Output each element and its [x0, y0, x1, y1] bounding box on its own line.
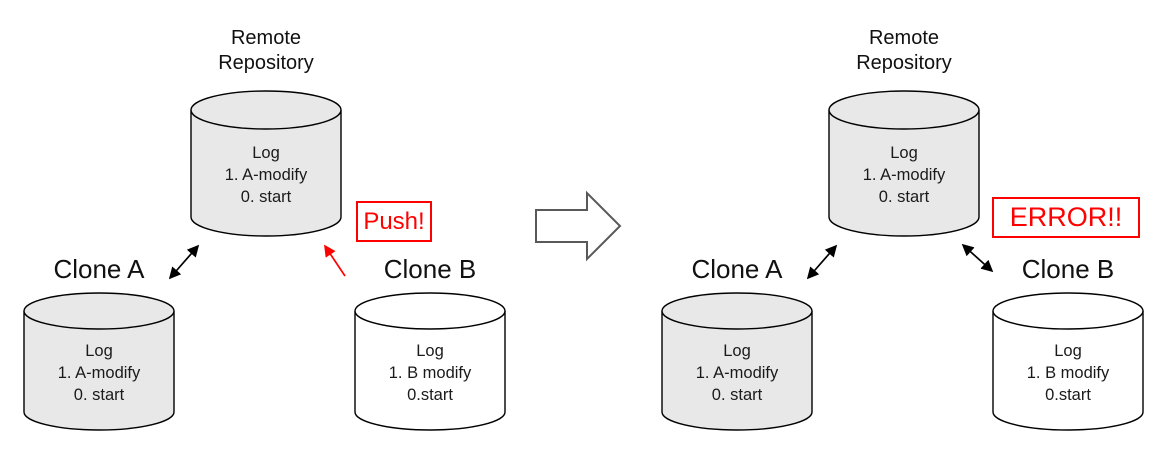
- remote-log: Log 1. A-modify 0. start: [828, 142, 980, 208]
- error-badge: ERROR!!: [992, 197, 1140, 238]
- log-line: 1. A-modify: [695, 364, 779, 382]
- log-line: Log: [1054, 342, 1082, 360]
- clone-b-label: Clone B: [1021, 254, 1115, 284]
- sync-double-arrow-icon: [168, 244, 200, 280]
- clone-b-label: Clone B: [383, 254, 477, 284]
- log-line: Log: [416, 342, 444, 360]
- log-line: 0.start: [407, 386, 453, 404]
- log-line: Log: [85, 342, 113, 360]
- sync-double-arrow-icon: [806, 244, 838, 280]
- clone-b-log: Log 1. B modify 0.start: [354, 340, 506, 406]
- log-line: 0. start: [878, 188, 930, 206]
- log-line: 1. A-modify: [57, 364, 141, 382]
- remote-title-line2: Repository: [856, 52, 952, 74]
- log-line: 1. B modify: [388, 364, 472, 382]
- log-line: 1. A-modify: [224, 166, 308, 184]
- push-arrow-icon: [324, 244, 346, 277]
- remote-title-line1: Remote: [230, 27, 302, 49]
- sync-double-arrow-icon: [961, 243, 994, 273]
- clone-b-cylinder-icon: [992, 292, 1144, 431]
- log-line: 0. start: [240, 188, 292, 206]
- transition-arrow-icon: [535, 190, 622, 262]
- log-line: 1. B modify: [1026, 364, 1110, 382]
- remote-log: Log 1. A-modify 0. start: [190, 142, 342, 208]
- log-line: Log: [723, 342, 751, 360]
- remote-repository-cylinder-icon: [190, 90, 342, 237]
- clone-a-log: Log 1. A-modify 0. start: [661, 340, 813, 406]
- log-line: 0.start: [1045, 386, 1091, 404]
- remote-repository-cylinder-icon: [828, 90, 980, 237]
- log-line: 1. A-modify: [862, 166, 946, 184]
- log-line: 0. start: [73, 386, 125, 404]
- clone-a-log: Log 1. A-modify 0. start: [23, 340, 175, 406]
- log-line: 0. start: [711, 386, 763, 404]
- remote-repository-title: Remote Repository: [804, 26, 1004, 76]
- clone-a-label: Clone A: [691, 254, 783, 284]
- clone-a-cylinder-icon: [23, 292, 175, 431]
- remote-title-line2: Repository: [218, 52, 314, 74]
- remote-repository-title: Remote Repository: [166, 26, 366, 76]
- clone-a-label: Clone A: [53, 254, 145, 284]
- remote-title-line1: Remote: [868, 27, 940, 49]
- push-badge: Push!: [356, 201, 432, 242]
- clone-a-cylinder-icon: [661, 292, 813, 431]
- log-line: Log: [890, 144, 918, 162]
- log-line: Log: [252, 144, 280, 162]
- clone-b-log: Log 1. B modify 0.start: [992, 340, 1144, 406]
- clone-b-cylinder-icon: [354, 292, 506, 431]
